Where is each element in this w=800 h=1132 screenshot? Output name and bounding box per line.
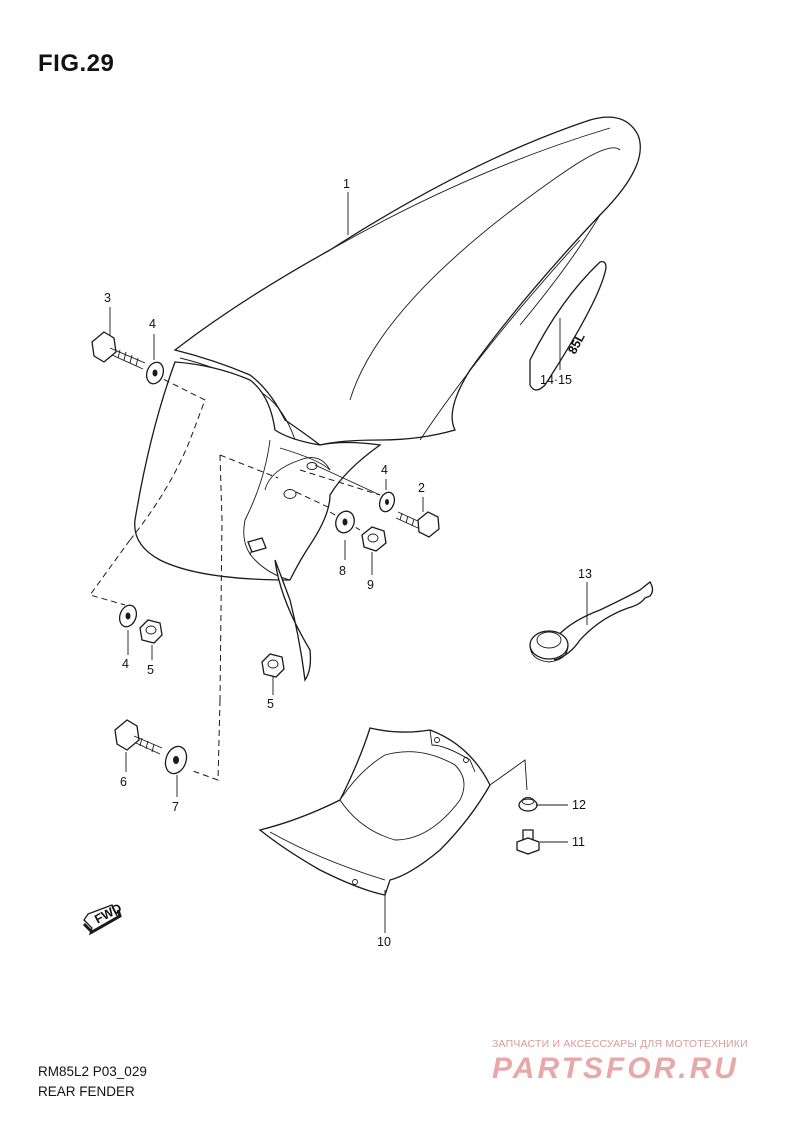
watermark-logo: PARTSFOR.RU [492,1052,739,1085]
callout-5-middle: 5 [267,697,274,711]
bolt-part-11[interactable] [516,829,540,855]
washer-part-7[interactable] [162,743,190,776]
bolt-part-3[interactable] [91,331,146,370]
callout-3: 3 [104,291,111,305]
mud-guard-part-10[interactable] [258,727,491,896]
callout-8: 8 [339,564,346,578]
callout-14-15: 14·15 [540,373,572,387]
callout-2: 2 [418,481,425,495]
callout-4-top: 4 [149,317,156,331]
callout-9: 9 [367,578,374,592]
watermark-caption: ЗАПЧАСТИ И АКСЕССУАРЫ ДЛЯ МОТОТЕХНИКИ [492,1038,748,1050]
callout-13: 13 [578,567,592,581]
washer-part-8[interactable] [333,509,357,536]
nut-part-12[interactable] [518,797,538,812]
callout-4-lower: 4 [122,657,129,671]
tool-part-13[interactable] [529,581,654,663]
forward-arrow-icon: FWD [82,901,124,936]
washer-part-4-top[interactable] [144,360,167,386]
diagram-code: RM85L2 P03_029 [38,1064,147,1079]
callout-5-lower: 5 [147,663,154,677]
callout-1: 1 [343,177,350,191]
nut-part-5-lower[interactable] [139,619,163,644]
callout-4-right: 4 [381,463,388,477]
bolt-part-6[interactable] [114,719,163,755]
callout-12: 12 [572,798,586,812]
figure-title: FIG.29 [38,50,115,77]
diagram-name: REAR FENDER [38,1084,135,1099]
bolt-part-2[interactable] [395,511,440,538]
washer-part-4-right[interactable] [377,490,397,514]
callout-6: 6 [120,775,127,789]
callout-7: 7 [172,800,179,814]
nut-part-9[interactable] [361,526,387,552]
nut-part-5-middle[interactable] [261,653,285,678]
callout-10: 10 [377,935,391,949]
rear-fender-part[interactable] [134,116,641,682]
washer-part-4-lower[interactable] [117,603,140,629]
callout-11: 11 [572,835,585,849]
